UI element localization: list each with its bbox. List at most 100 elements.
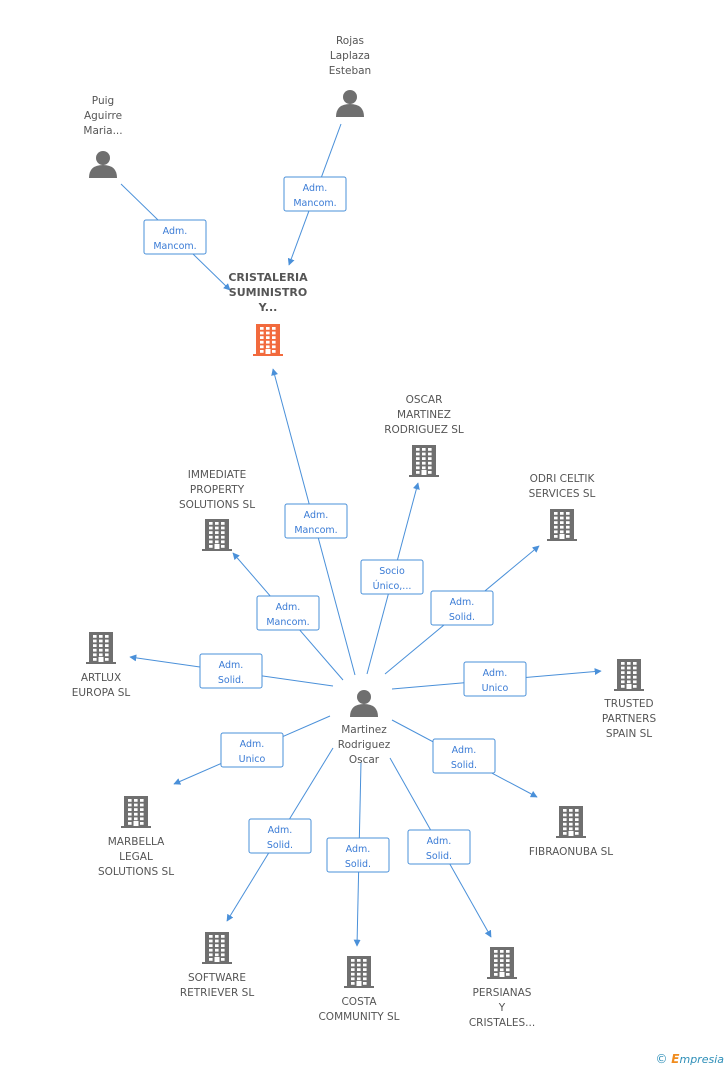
edge-label-text: Adm.	[427, 836, 452, 847]
node-center-company[interactable]: CRISTALERIASUMINISTROY...	[228, 271, 308, 356]
edge-label-box[interactable]	[283, 176, 347, 212]
edge-label-box[interactable]	[256, 595, 320, 631]
node-label-line: COSTA	[341, 996, 377, 1008]
edge-label-box[interactable]	[463, 661, 527, 697]
edge-label-box[interactable]	[220, 732, 284, 768]
node-label-line: SERVICES SL	[529, 488, 596, 500]
edge-label-text: Solid.	[449, 612, 475, 623]
building-icon	[202, 519, 232, 551]
edge-label-text: Solid.	[267, 840, 293, 851]
edge-label-text: Socio	[379, 566, 405, 577]
node-label-line: SOFTWARE	[188, 972, 246, 984]
edge-label-box[interactable]	[284, 503, 348, 539]
edge-label-box[interactable]	[360, 559, 424, 595]
edge-label-text: Unico	[482, 683, 509, 694]
node-label-line: COMMUNITY SL	[318, 1011, 399, 1023]
node-puig[interactable]: PuigAguirreMaria...	[83, 95, 123, 178]
node-label-line: IMMEDIATE	[188, 469, 246, 481]
building-icon	[86, 632, 116, 664]
node-label-line: Y...	[258, 301, 278, 314]
node-label-line: LEGAL	[119, 851, 153, 863]
edge-label-box[interactable]	[326, 837, 390, 873]
node-label-line: Y	[498, 1002, 506, 1014]
node-label-line: OSCAR	[406, 394, 443, 406]
node-label-line: RODRIGUEZ SL	[384, 424, 464, 436]
edge-label-box[interactable]	[432, 738, 496, 774]
edge-label-text: Mancom.	[266, 617, 309, 628]
edge-label-box[interactable]	[199, 653, 263, 689]
edge-label-box[interactable]	[248, 818, 312, 854]
edge-martinez-oscar: SocioÚnico,...	[360, 482, 424, 675]
edge-martinez-trusted: Adm. Unico	[391, 661, 602, 697]
edge-martinez-costa: Adm.Solid.	[326, 761, 390, 947]
node-odri[interactable]: ODRI CELTIK SERVICES SL	[529, 473, 596, 541]
node-label-line: EUROPA SL	[72, 687, 131, 699]
building-icon	[409, 445, 439, 477]
building-icon	[202, 932, 232, 964]
node-label-line: SOLUTIONS SL	[98, 866, 174, 878]
node-label-line: FIBRAONUBA SL	[529, 846, 613, 858]
edge-label-text: Solid.	[426, 851, 452, 862]
node-label-line: ODRI CELTIK	[530, 473, 596, 485]
copyright-footer: © Empresia	[655, 1052, 724, 1066]
edge-label-text: Solid.	[451, 760, 477, 771]
edge-label-text: Adm.	[304, 510, 329, 521]
edge-label-text: Adm.	[268, 825, 293, 836]
edge-label-box[interactable]	[407, 829, 471, 865]
node-artlux[interactable]: ARTLUX EUROPA SL	[72, 632, 131, 699]
edge-label-text: Adm.	[483, 668, 508, 679]
nodes-layer: CRISTALERIASUMINISTROY...RojasLaplazaEst…	[72, 35, 657, 1029]
node-label-line: Aguirre	[84, 110, 122, 122]
building-icon	[487, 947, 517, 979]
node-costa[interactable]: COSTA COMMUNITY SL	[318, 956, 400, 1023]
brand-logo-text: mpresia	[679, 1053, 724, 1066]
node-label-line: Rojas	[336, 35, 364, 47]
building-icon	[344, 956, 374, 988]
edge-label-text: Mancom.	[294, 525, 337, 536]
edges-layer: Adm.Mancom.Adm.Mancom.Adm.Mancom.Adm.Man…	[120, 123, 602, 947]
building-icon	[556, 806, 586, 838]
node-label-line: CRISTALES...	[469, 1017, 535, 1029]
node-label-line: MARBELLA	[108, 836, 165, 848]
node-marbella[interactable]: MARBELLA LEGAL SOLUTIONS SL	[98, 796, 174, 878]
edge-label-text: Adm.	[450, 597, 475, 608]
node-persianas[interactable]: PERSIANAS Y CRISTALES...	[469, 947, 535, 1029]
copyright-symbol: ©	[655, 1052, 668, 1066]
node-label-line: CRISTALERIA	[228, 271, 308, 284]
node-label-line: ARTLUX	[81, 672, 121, 684]
edge-label-text: Adm.	[303, 183, 328, 194]
main-company-building-icon	[253, 324, 283, 356]
edge-martinez-software: Adm. Solid.	[226, 747, 334, 922]
edge-puig-center: Adm.Mancom.	[120, 183, 231, 291]
edge-label-text: Solid.	[218, 675, 244, 686]
node-label-line: SPAIN SL	[606, 728, 652, 740]
person-icon	[350, 690, 378, 717]
node-fibraonuba[interactable]: FIBRAONUBA SL	[529, 806, 613, 858]
node-label-line: PERSIANAS	[473, 987, 532, 999]
edge-martinez-artlux: Adm.Solid.	[129, 653, 334, 689]
edge-martinez-fibraonuba: Adm. Solid.	[391, 719, 538, 798]
edge-label-text: Solid.	[345, 859, 371, 870]
person-icon	[89, 151, 117, 178]
person-icon	[336, 90, 364, 117]
node-label-line: Maria...	[83, 125, 122, 137]
building-icon	[614, 659, 644, 691]
edge-label-text: Adm.	[452, 745, 477, 756]
edge-label-text: Único,...	[373, 580, 412, 592]
brand-logo-initial: E	[671, 1052, 680, 1066]
edge-label-text: Mancom.	[293, 198, 336, 209]
edge-label-box[interactable]	[143, 219, 207, 255]
edge-label-box[interactable]	[430, 590, 494, 626]
edge-rojas-center: Adm. Mancom.	[283, 123, 347, 266]
node-label-line: Laplaza	[330, 50, 370, 62]
node-label-line: PARTNERS	[602, 713, 657, 725]
edge-label-text: Adm.	[163, 226, 188, 237]
node-label-line: Martinez	[341, 724, 387, 736]
